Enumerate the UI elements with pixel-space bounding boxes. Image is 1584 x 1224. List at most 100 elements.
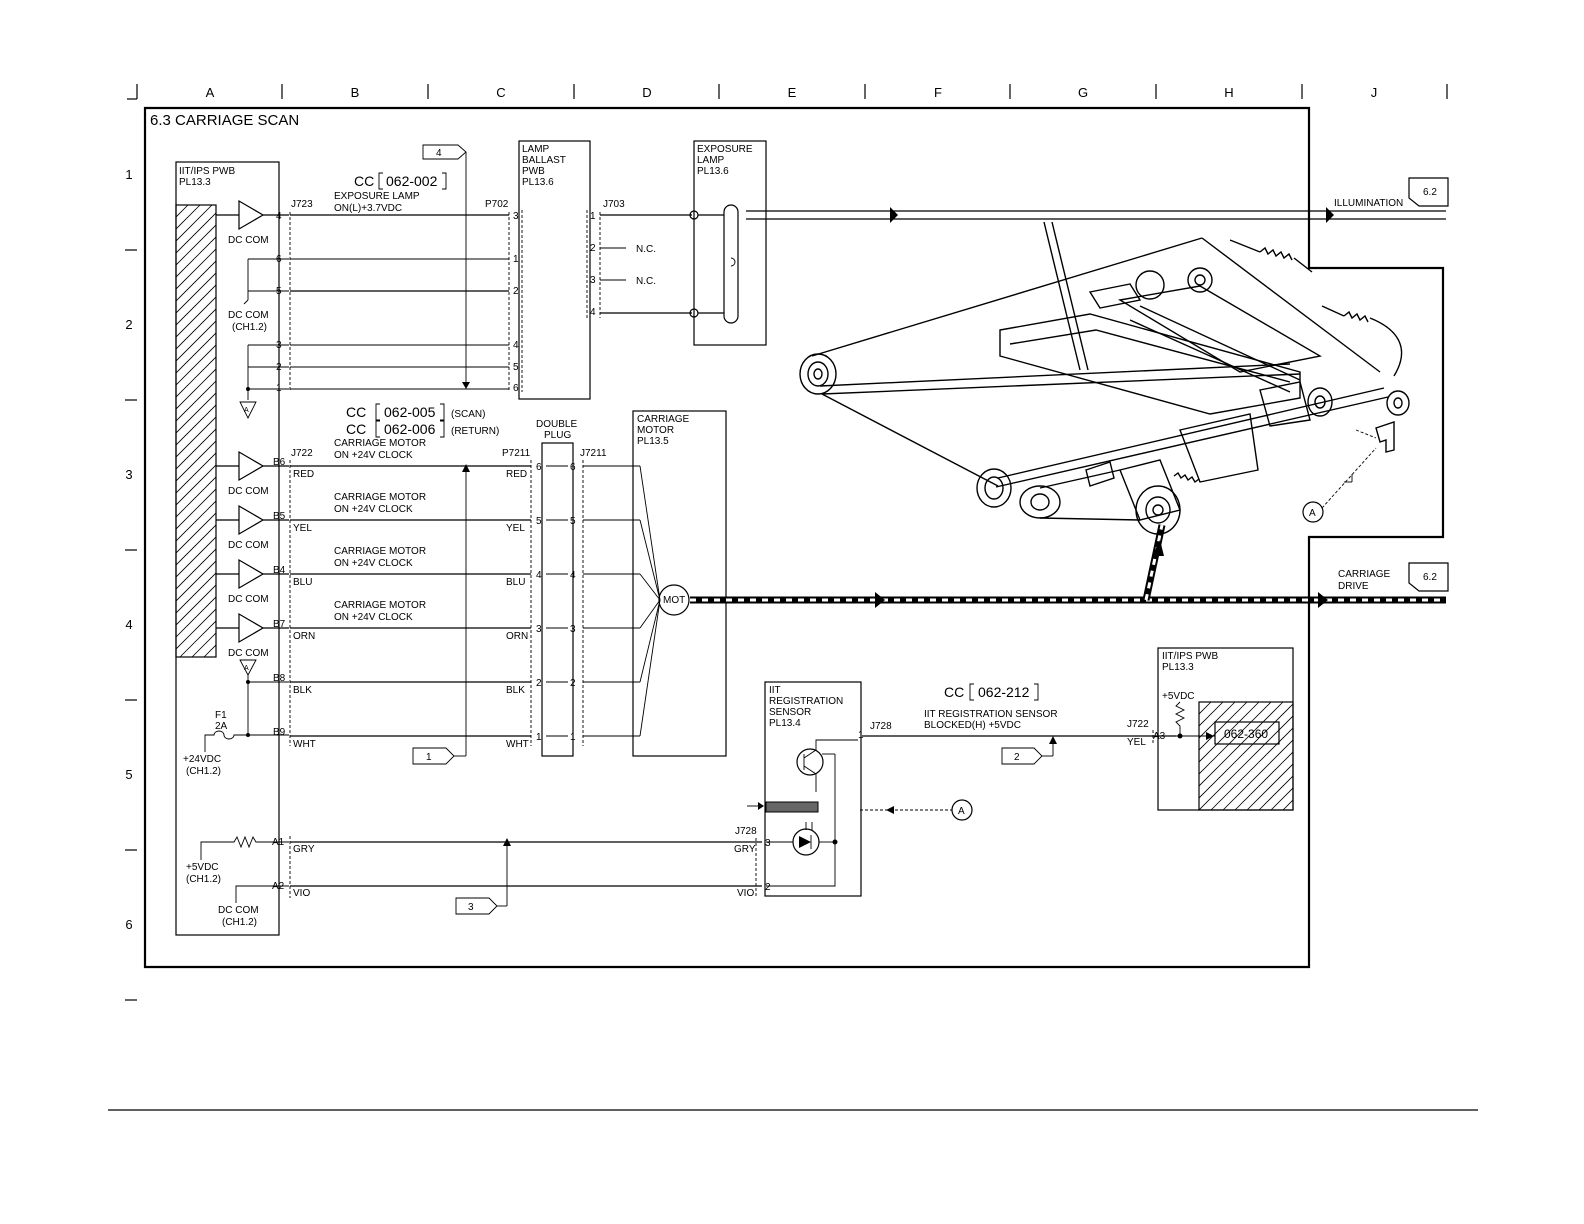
- plug-in-pin-1: 1: [536, 732, 542, 743]
- pwb-right-name: IIT/IPS PWB: [1162, 651, 1218, 662]
- plug-in-pin-3: 3: [536, 624, 542, 635]
- conn-j703: J703: [603, 199, 625, 210]
- wire-vio-right: VIO: [737, 888, 754, 899]
- carriage-drive-line-2: DRIVE: [1338, 581, 1369, 592]
- page-title: 6.3 CARRIAGE SCAN: [150, 112, 299, 129]
- carriage-motor-clock: ON +24V CLOCK: [334, 450, 413, 461]
- ground-tag-bottom: A: [244, 665, 249, 672]
- diagram-border: [143, 106, 1445, 969]
- carriage-motor-signal: CARRIAGE MOTOR: [334, 438, 426, 449]
- wire-blk-right: BLK: [506, 685, 525, 696]
- illumination-ref: 6.2: [1423, 187, 1437, 198]
- fuse-rating: 2A: [215, 721, 228, 732]
- motor-pin-b9: B9: [273, 727, 286, 738]
- grid-col-f: F: [934, 85, 942, 100]
- conn-j723: J723: [291, 199, 313, 210]
- sensor-conn-j728-left: J728: [735, 826, 757, 837]
- conn-p702: P702: [485, 199, 509, 210]
- carriage-motor-line-2: MOTOR: [637, 425, 674, 436]
- callout-1: 1: [412, 464, 470, 765]
- grid-row-2: 2: [125, 317, 132, 332]
- carriage-motor-signal: CARRIAGE MOTOR: [334, 600, 426, 611]
- carriage-motor: CARRIAGE MOTOR PL13.5 MOT: [632, 410, 727, 757]
- ballast-line-3: PWB: [522, 166, 545, 177]
- motor-symbol: MOT: [663, 595, 685, 606]
- callout-4: 4: [422, 144, 470, 389]
- grid-col-e: E: [788, 85, 797, 100]
- ground-tag-top: A: [244, 407, 249, 414]
- motor-driver-dc-com: DC COM: [228, 594, 269, 605]
- lamp-ballast-pwb: LAMP BALLAST PWB PL13.6 3 1 2 4 5 6 1 2 …: [513, 140, 596, 400]
- sensor-pin-a2: A2: [272, 881, 285, 892]
- pwb-right-code: 062-360: [1224, 727, 1268, 741]
- grid-col-b: B: [351, 85, 360, 100]
- fuse-name: F1: [215, 710, 227, 721]
- reg-signal-label: IIT REGISTRATION SENSOR: [924, 709, 1058, 720]
- wire-gry-left: GRY: [293, 844, 315, 855]
- nc-label-1: N.C.: [636, 244, 656, 255]
- power-supply-section: A F1 2A +24VDC (CH1.2) +5VDC (CH1.2) DC …: [183, 659, 289, 928]
- wire-blk-left: BLK: [293, 685, 312, 696]
- grid-row-4: 4: [125, 617, 132, 632]
- motor-pin-b8: B8: [273, 673, 286, 684]
- supply-5-voltage: +5VDC: [186, 862, 219, 873]
- wire-blu-left: BLU: [293, 577, 312, 588]
- double-plug-line-1: DOUBLE: [536, 419, 577, 430]
- cc-062-005-prefix: CC: [346, 404, 366, 420]
- motor-driver-dc-com: DC COM: [228, 486, 269, 497]
- cc-062-005-note: (SCAN): [451, 409, 485, 420]
- dc-com-bottom: DC COM: [218, 905, 259, 916]
- reg-sensor-line-3: SENSOR: [769, 707, 811, 718]
- wire-yel-right: YEL: [506, 523, 525, 534]
- dc-com-ch-label: DC COM: [228, 310, 269, 321]
- grid-col-h: H: [1224, 85, 1233, 100]
- reg-sensor-line-2: REGISTRATION: [769, 696, 843, 707]
- carriage-motor-clock: ON +24V CLOCK: [334, 612, 413, 623]
- plug-in-pin-6: 6: [536, 462, 542, 473]
- motor-pin-b6: B6: [273, 457, 286, 468]
- exposure-lamp-line-1: EXPOSURE: [697, 144, 753, 155]
- double-plug: DOUBLE PLUG: [536, 419, 577, 757]
- supply-24-voltage: +24VDC: [183, 754, 221, 765]
- mount-tag-a-mechanism: A: [1309, 508, 1316, 519]
- pin-4-label: 4: [276, 211, 282, 222]
- ballast-pl: PL13.6: [522, 177, 554, 188]
- pin-6-label: 6: [276, 254, 282, 265]
- ballast-out-pin-3: 3: [590, 275, 596, 286]
- pwb-right-pl: PL13.3: [1162, 662, 1194, 673]
- exposure-lamp-label: EXPOSURE LAMP: [334, 191, 420, 202]
- motor-pin-b5: B5: [273, 511, 286, 522]
- ballast-in-pin-3: 3: [513, 211, 519, 222]
- cc-062-006-prefix: CC: [346, 421, 366, 437]
- pin-3-label: 3: [276, 340, 282, 351]
- reg-sensor-pin-2: 2: [765, 882, 771, 893]
- cc-062-212-code: 062-212: [978, 684, 1030, 700]
- grid-row-6: 6: [125, 917, 132, 932]
- dc-com-label: DC COM: [228, 235, 269, 246]
- cc-062-002-code: 062-002: [386, 173, 438, 189]
- motor-pin-b4: B4: [273, 565, 286, 576]
- wire-orn-left: ORN: [293, 631, 315, 642]
- grid-frame: A B C D E F G H J 1 2 3 4 5 6: [125, 84, 1448, 1001]
- wire-red-right: RED: [506, 469, 527, 480]
- registration-signal: J728 CC 062-212 IIT REGISTRATION SENSOR …: [860, 683, 1176, 821]
- supply-5-ch: (CH1.2): [186, 874, 221, 885]
- grid-col-a: A: [206, 85, 215, 100]
- carriage-motor-line-1: CARRIAGE: [637, 414, 690, 425]
- cc-062-002-prefix: CC: [354, 173, 374, 189]
- carriage-cc-codes: CC 062-005 (SCAN) CC 062-006 (RETURN): [346, 403, 499, 438]
- conn-p7211: P7211: [502, 448, 531, 459]
- illumination-label: ILLUMINATION: [1334, 198, 1403, 209]
- grid-row-1: 1: [125, 167, 132, 182]
- reg-signal-pin: A3: [1153, 731, 1166, 742]
- carriage-motor-clock: ON +24V CLOCK: [334, 504, 413, 515]
- conn-j722-sensor: J722: [1127, 719, 1149, 730]
- cc-062-006-note: (RETURN): [451, 426, 499, 437]
- registration-sensor: IIT REGISTRATION SENSOR PL13.4 3 2 1: [747, 681, 864, 897]
- wire-yel-left: YEL: [293, 523, 312, 534]
- mount-tag-a-sensor: A: [958, 806, 965, 817]
- carriage-drive-line-1: CARRIAGE: [1338, 569, 1391, 580]
- grid-col-d: D: [642, 85, 651, 100]
